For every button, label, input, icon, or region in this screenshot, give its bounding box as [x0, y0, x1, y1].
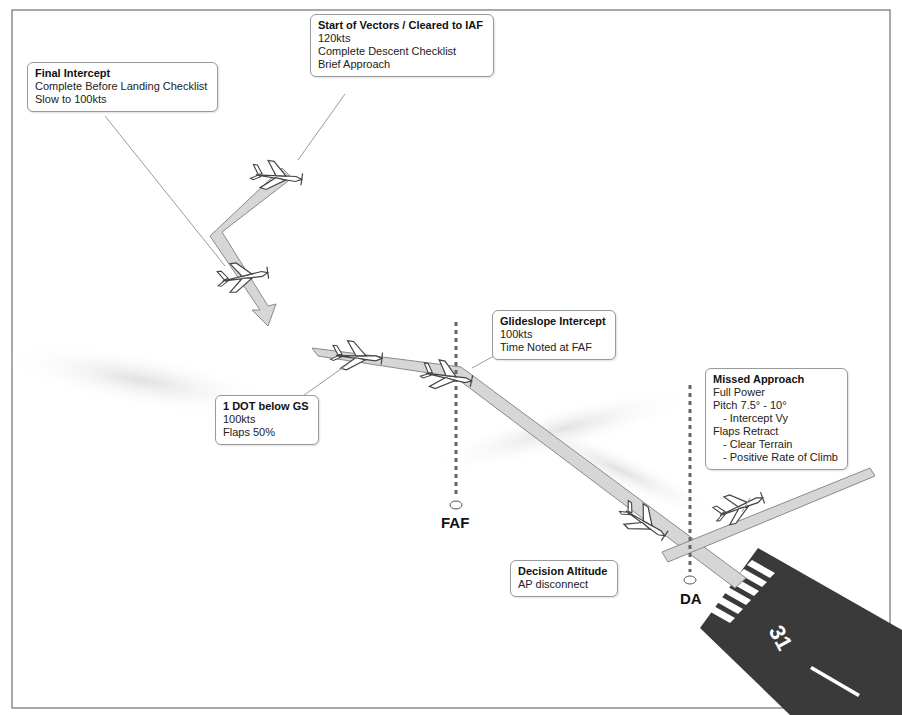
callout-text: 100kts	[500, 328, 608, 341]
flight-path	[210, 168, 875, 588]
callout-text: Slow to 100kts	[35, 93, 210, 106]
callout-text: Full Power	[713, 386, 840, 399]
callout-box: 1 DOT below GS100ktsFlaps 50%	[215, 395, 319, 445]
callout-text: Complete Before Landing Checklist	[35, 80, 210, 93]
runway-number: 31	[763, 621, 797, 655]
callout-heading: Missed Approach	[713, 373, 840, 386]
callout-text: - Intercept Vy	[713, 412, 840, 425]
callout-heading: 1 DOT below GS	[223, 400, 311, 413]
callout-box: Decision AltitudeAP disconnect	[510, 560, 618, 597]
callout-text: Flaps Retract	[713, 425, 840, 438]
leader-line	[105, 94, 750, 512]
fix-label: FAF	[441, 514, 469, 531]
callout-text: Flaps 50%	[223, 426, 311, 439]
callout-text: 100kts	[223, 413, 311, 426]
callout-text: Time Noted at FAF	[500, 341, 608, 354]
callout-heading: Start of Vectors / Cleared to IAF	[318, 19, 486, 32]
fix-label: DA	[680, 590, 702, 607]
callout-box: Glideslope Intercept100ktsTime Noted at …	[492, 310, 616, 360]
aircraft	[215, 158, 767, 548]
callout-text: - Clear Terrain	[713, 438, 840, 451]
callout-text: AP disconnect	[518, 578, 610, 591]
callout-heading: Final Intercept	[35, 67, 210, 80]
shadow	[513, 407, 728, 533]
callout-box: Start of Vectors / Cleared to IAF120ktsC…	[310, 14, 494, 77]
callout-heading: Decision Altitude	[518, 565, 610, 578]
callout-heading: Glideslope Intercept	[500, 315, 608, 328]
callout-box: Missed ApproachFull PowerPitch 7.5° - 10…	[705, 368, 848, 470]
callout-text: Brief Approach	[318, 58, 486, 71]
callout-text: Pitch 7.5° - 10°	[713, 399, 840, 412]
fix-marker	[450, 322, 696, 584]
callout-box: Final InterceptComplete Before Landing C…	[27, 62, 218, 112]
callout-text: Complete Descent Checklist	[318, 45, 486, 58]
callout-text: 120kts	[318, 32, 486, 45]
callout-text: - Positive Rate of Climb	[713, 451, 840, 464]
